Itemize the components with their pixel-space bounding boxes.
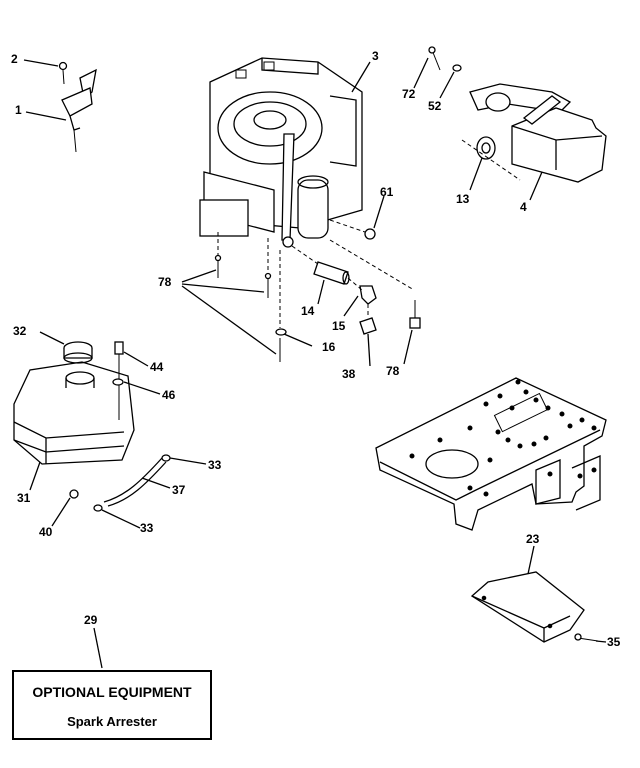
callout-40: 40 bbox=[39, 525, 53, 539]
callout-38: 38 bbox=[342, 367, 356, 381]
callout-52: 52 bbox=[428, 99, 442, 113]
spark-arrester-label: Spark Arrester bbox=[67, 714, 157, 729]
callout-16: 16 bbox=[322, 340, 336, 354]
callout-23: 23 bbox=[526, 532, 540, 546]
optional-equipment-title: OPTIONAL EQUIPMENT bbox=[32, 684, 192, 700]
callout-37: 37 bbox=[172, 483, 186, 497]
callout-31: 31 bbox=[17, 491, 31, 505]
callout-2: 2 bbox=[11, 52, 18, 66]
leader-lines bbox=[23, 57, 607, 669]
fuel-fittings bbox=[93, 341, 171, 512]
heat-shield bbox=[470, 571, 599, 643]
callout-15: 15 bbox=[332, 319, 346, 333]
callout-44: 44 bbox=[150, 360, 164, 374]
callout-35: 35 bbox=[607, 635, 621, 649]
callout-32: 32 bbox=[13, 324, 27, 338]
callout-13: 13 bbox=[456, 192, 470, 206]
callout-1: 1 bbox=[15, 103, 22, 117]
callout-33-upper: 33 bbox=[208, 458, 222, 472]
throttle-control bbox=[58, 61, 97, 153]
engine-bolts bbox=[214, 232, 287, 362]
callout-78-engine: 78 bbox=[158, 275, 172, 289]
callout-72: 72 bbox=[402, 87, 416, 101]
nut-61 bbox=[329, 219, 376, 240]
engine bbox=[199, 57, 363, 248]
callout-46: 46 bbox=[162, 388, 176, 402]
callout-4: 4 bbox=[520, 200, 527, 214]
bolt-78 bbox=[329, 239, 421, 329]
callout-61: 61 bbox=[380, 185, 394, 199]
callout-14: 14 bbox=[301, 304, 315, 318]
optional-equipment-box: OPTIONAL EQUIPMENT Spark Arrester bbox=[12, 670, 212, 740]
fuel-tank bbox=[13, 341, 135, 499]
muffler bbox=[428, 46, 607, 183]
oil-drain bbox=[291, 245, 377, 335]
callout-3: 3 bbox=[372, 49, 379, 63]
callout-33-lower: 33 bbox=[140, 521, 154, 535]
callout-78-bolt: 78 bbox=[386, 364, 400, 378]
callout-29: 29 bbox=[84, 613, 98, 627]
mounting-plate bbox=[375, 377, 607, 531]
